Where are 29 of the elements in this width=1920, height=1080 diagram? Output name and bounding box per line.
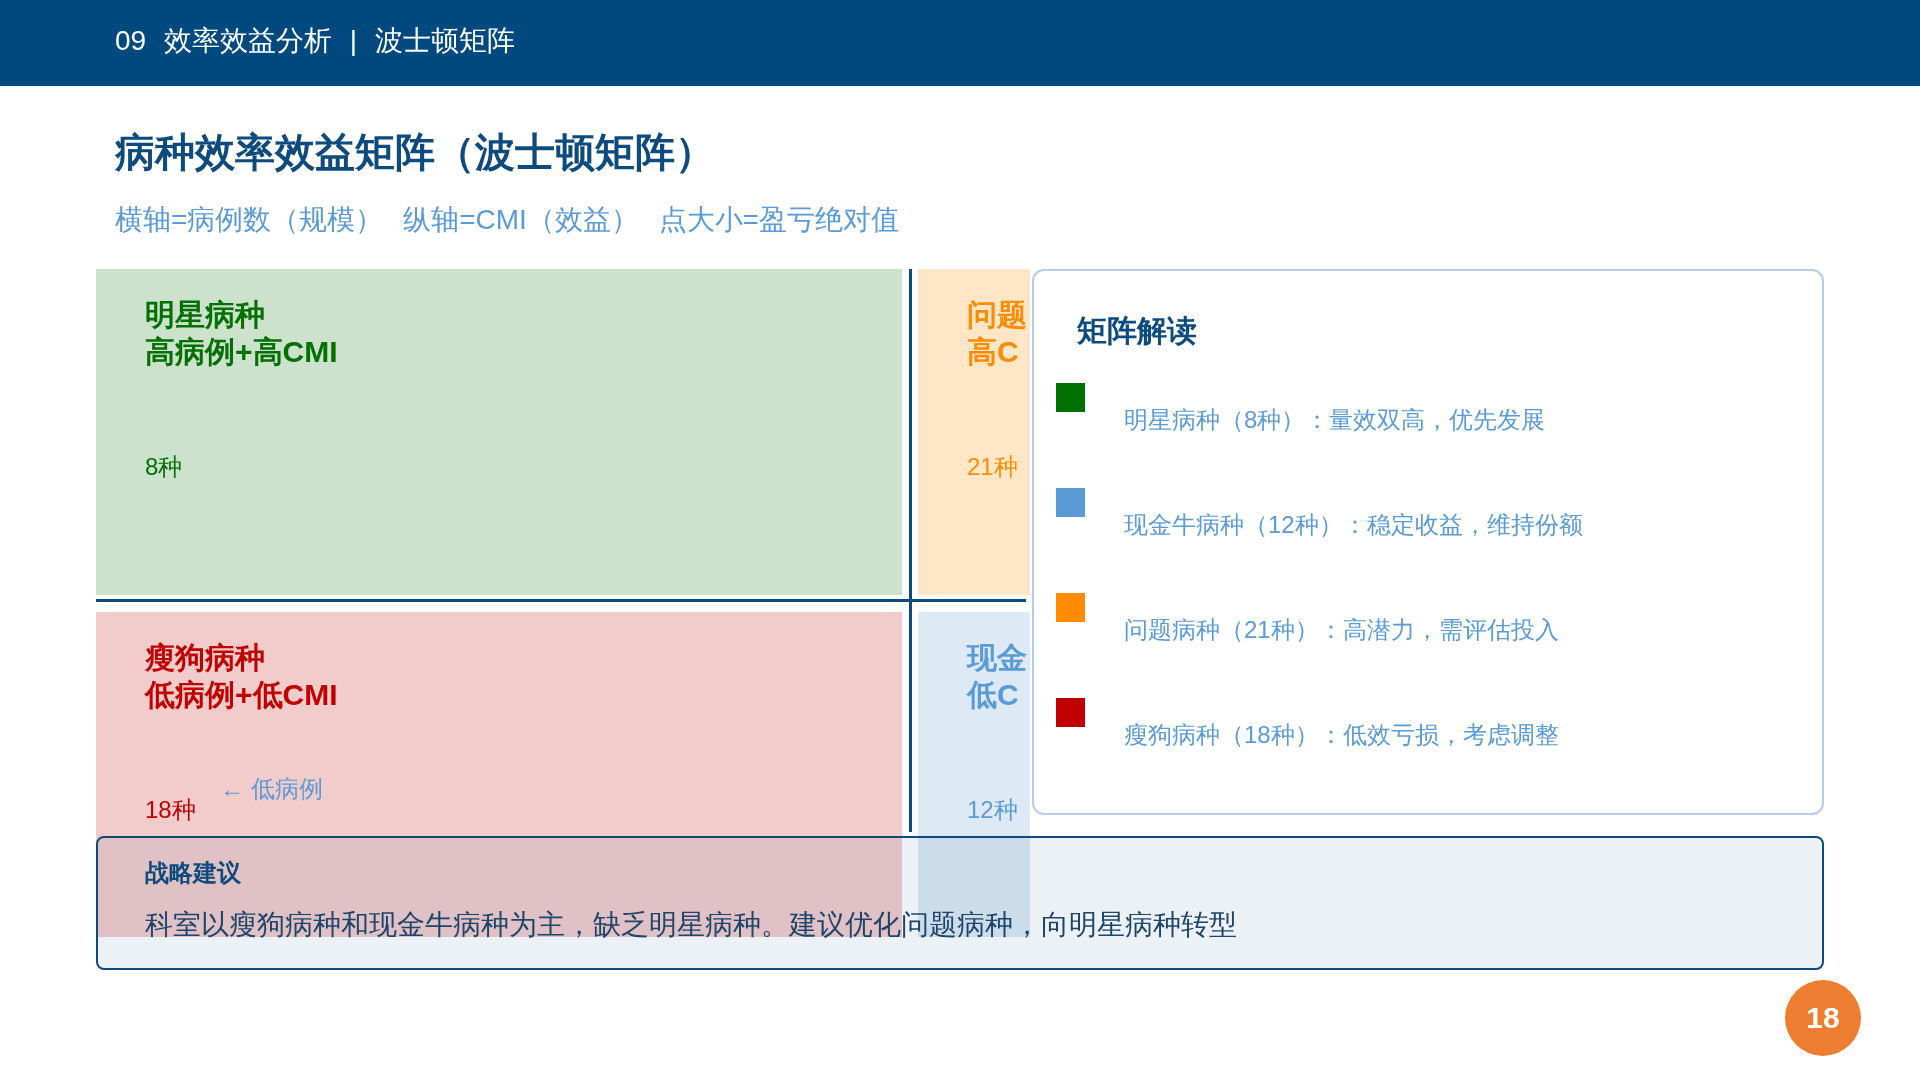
quadrant-title: 问题 (967, 297, 1027, 333)
panel-heading: 矩阵解读 (1077, 313, 1197, 349)
axis-label: ← 低病例 (220, 775, 323, 804)
legend-panel (1032, 269, 1824, 815)
quadrant-subtitle: 高病例+高CMI (145, 334, 338, 370)
page-title: 病种效率效益矩阵（波士顿矩阵） (115, 129, 715, 176)
quadrant-title: 明星病种 (145, 297, 265, 333)
axis-caption: 横轴=病例数（规模） 纵轴=CMI（效益） 点大小=盈亏绝对值 (115, 203, 899, 237)
quadrant-count: 18种 (145, 796, 196, 825)
header-text: 09 效率效益分析 | 波士顿矩阵 (115, 24, 515, 58)
matrix-quadrant (96, 269, 902, 595)
legend-text: 明星病种（8种）：量效双高，优先发展 (1124, 406, 1546, 435)
body-text: 科室以瘦狗病种和现金牛病种为主，缺乏明星病种。建议优化问题病种，向明星病种转型 (145, 908, 1237, 942)
matrix-quadrant (918, 269, 1030, 595)
quadrant-title: 瘦狗病种 (145, 640, 265, 676)
quadrant-count: 21种 (967, 453, 1018, 482)
legend-text: 现金牛病种（12种）：稳定收益，维持份额 (1124, 511, 1583, 540)
legend-text: 问题病种（21种）：高潜力，需评估投入 (1124, 616, 1559, 645)
quadrant-title: 现金 (967, 640, 1027, 676)
quadrant-count: 12种 (967, 796, 1018, 825)
quadrant-subtitle: 低病例+低CMI (145, 677, 338, 713)
matrix-quadrant (96, 612, 902, 937)
strategy-panel (96, 836, 1824, 970)
quadrant-subtitle: 高C (967, 334, 1019, 370)
panel-heading: 战略建议 (145, 859, 241, 888)
page-number: 18 (1785, 980, 1861, 1056)
legend-text: 瘦狗病种（18种）：低效亏损，考虑调整 (1124, 721, 1559, 750)
quadrant-subtitle: 低C (967, 677, 1019, 713)
quadrant-count: 8种 (145, 453, 183, 482)
